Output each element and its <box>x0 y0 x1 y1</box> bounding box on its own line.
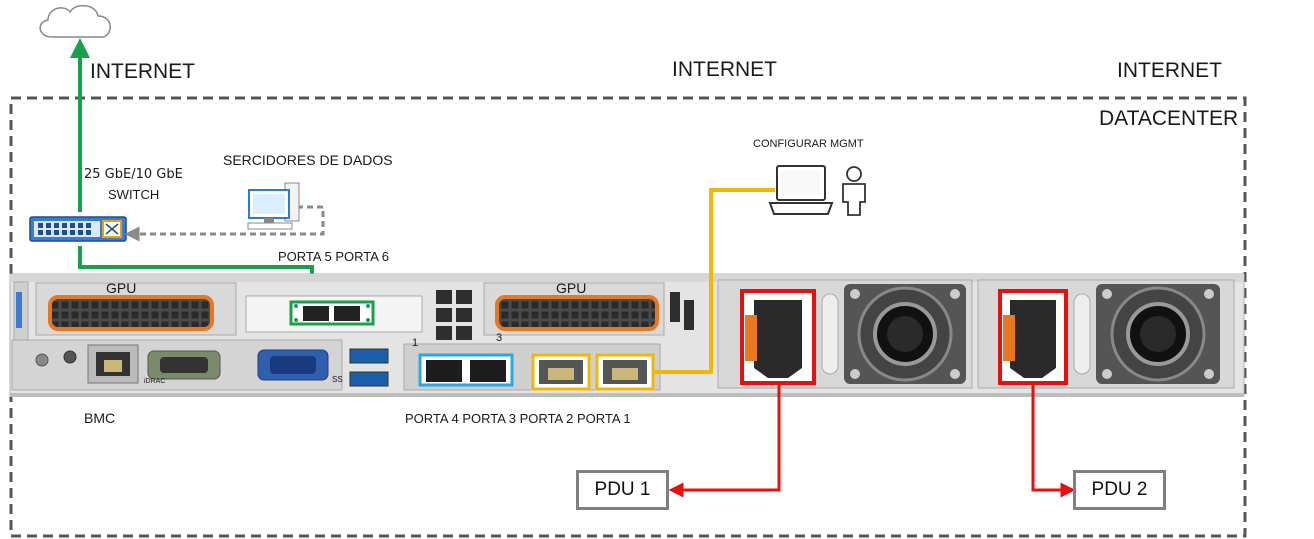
nic-card <box>403 343 661 391</box>
internet-label-left: INTERNET <box>90 60 195 83</box>
switch-label: SWITCH <box>108 187 160 202</box>
data-servers-label: SERCIDORES DE DADOS <box>223 152 393 168</box>
ocp-slot <box>245 295 423 333</box>
slot-3-label: 3 <box>496 332 503 344</box>
configure-mgmt-label: CONFIGURAR MGMT <box>753 138 864 150</box>
fan-icon <box>1096 284 1220 384</box>
ss-label: SS <box>332 375 343 384</box>
gpu-right-label: GPU <box>556 280 587 296</box>
person-icon <box>842 166 866 216</box>
ports-5-6-label: PORTA 5 PORTA 6 <box>278 249 390 264</box>
center-vents <box>436 290 694 340</box>
gpu-right <box>483 282 665 336</box>
slot-1-label: 1 <box>412 337 419 349</box>
gpu-left-label: GPU <box>106 280 137 296</box>
laptop-icon <box>768 165 834 215</box>
desktop-computer-icon <box>247 182 300 230</box>
switch-speed-label: 25 GbE/10 GbE <box>84 167 183 182</box>
ports-1-4-label: PORTA 4 PORTA 3 PORTA 2 PORTA 1 <box>405 411 631 426</box>
io-panel <box>11 339 389 391</box>
network-switch-icon <box>29 216 127 242</box>
bmc-label: BMC <box>84 410 116 426</box>
datacenter-label: DATACENTER <box>1099 107 1239 130</box>
pdu-2-box: PDU 2 <box>1073 470 1166 510</box>
internet-label-right: INTERNET <box>1117 59 1222 82</box>
fan-icon <box>844 284 966 384</box>
gpu-left <box>35 282 237 336</box>
power-cable-pdu2 <box>1031 385 1076 498</box>
idrac-label: iDRAC <box>144 378 166 385</box>
power-cable-pdu1 <box>668 385 781 498</box>
mgmt-link <box>652 188 775 374</box>
internet-label-center: INTERNET <box>672 58 777 81</box>
pdu-1-box: PDU 1 <box>576 470 669 510</box>
data-server-link <box>124 205 325 242</box>
cloud-icon <box>39 4 111 38</box>
